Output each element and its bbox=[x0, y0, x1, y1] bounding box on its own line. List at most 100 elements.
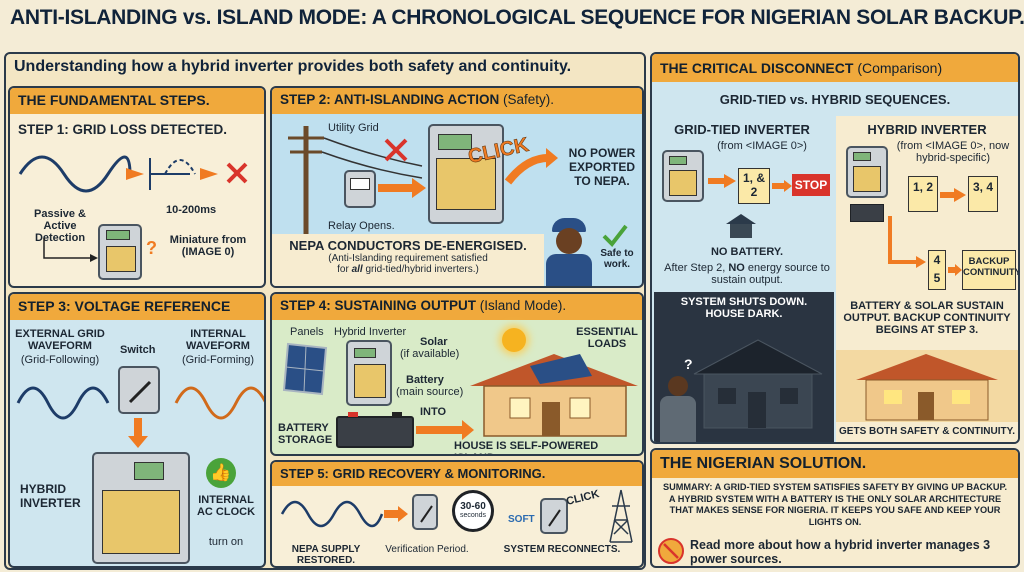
external-waveform-sub: (Grid-Following) bbox=[20, 354, 100, 366]
clock-label: INTERNAL AC CLOCK bbox=[196, 494, 256, 518]
solution-panel: THE NIGERIAN SOLUTION. SUMMARY: A GRID-T… bbox=[650, 448, 1020, 568]
verification-label: Verification Period. bbox=[385, 544, 469, 555]
step5-header: STEP 5: GRID RECOVERY & MONITORING. bbox=[272, 462, 642, 486]
connector-arrow-icon bbox=[888, 216, 926, 268]
anti-islanding-note-2: for all grid-tied/hybrid inverters.) bbox=[337, 264, 479, 275]
timer-icon: 30-60 seconds bbox=[452, 490, 494, 532]
switch-icon bbox=[118, 366, 160, 414]
solution-summary: SUMMARY: A GRID-TIED SYSTEM SATISFIES SA… bbox=[662, 482, 1008, 527]
step4-header: STEP 4: SUSTAINING OUTPUT (Island Mode). bbox=[272, 294, 642, 320]
miniature-inverter-icon bbox=[98, 224, 142, 280]
hy-desc: BATTERY & SOLAR SUSTAIN OUTPUT. BACKUP C… bbox=[843, 300, 1011, 336]
no-power-label: NO POWER EXPORTED TO NEPA. bbox=[568, 146, 636, 188]
step2-title: STEP 2: ANTI-ISLANDING ACTION bbox=[280, 92, 500, 107]
checkmark-icon bbox=[602, 224, 628, 248]
utility-pole-icon bbox=[288, 126, 423, 246]
house-dark-icon bbox=[726, 214, 756, 238]
hy-title: HYBRID INVERTER bbox=[867, 122, 987, 137]
shutdown-label: SYSTEM SHUTS DOWN. HOUSE DARK. bbox=[680, 296, 808, 320]
person-icon bbox=[660, 376, 696, 442]
gt-steps: 1, & 2 bbox=[738, 168, 770, 204]
worker-avatar bbox=[546, 218, 592, 286]
timer-value: 30-60 bbox=[460, 501, 486, 512]
comparison-panel: THE CRITICAL DISCONNECT (Comparison) GRI… bbox=[650, 52, 1020, 444]
gets-both-label: GETS BOTH SAFETY & CONTINUITY. bbox=[839, 426, 1015, 437]
hy-battery-icon bbox=[850, 204, 884, 222]
safe-label: Safe to work. bbox=[600, 248, 634, 270]
internal-waveform-label: INTERNAL WAVEFORM bbox=[186, 328, 250, 352]
battery-storage-label: BATTERY STORAGE bbox=[278, 422, 333, 446]
arrow-icon bbox=[772, 180, 792, 192]
house-icon bbox=[470, 354, 638, 437]
battery-icon bbox=[336, 412, 414, 448]
hybrid-inverter-sm-label: Hybrid Inverter bbox=[334, 326, 407, 338]
step1-panel: THE FUNDAMENTAL STEPS. STEP 1: GRID LOSS… bbox=[8, 86, 266, 288]
battery-label: Battery bbox=[406, 374, 444, 386]
clock-sub: turn on bbox=[208, 536, 244, 548]
gt-inverter-icon bbox=[662, 150, 704, 202]
dark-house-scene: SYSTEM SHUTS DOWN. HOUSE DARK. ? bbox=[654, 292, 834, 442]
question-mark-icon: ? bbox=[684, 356, 693, 372]
lit-house-icon bbox=[836, 350, 1018, 422]
cross-icon bbox=[384, 138, 408, 162]
solar-label: Solar bbox=[420, 336, 448, 348]
step2-panel: STEP 2: ANTI-ISLANDING ACTION (Safety). … bbox=[270, 86, 644, 288]
external-sine-icon bbox=[16, 386, 110, 420]
subtitle: Understanding how a hybrid inverter prov… bbox=[14, 58, 572, 75]
self-powered-label: HOUSE IS SELF-POWERED ISLAND. bbox=[454, 440, 599, 454]
anti-islanding-note-1: (Anti-Islanding requirement satisfied bbox=[328, 253, 488, 264]
hybrid-inverter-icon bbox=[92, 452, 190, 564]
into-label: INTO bbox=[420, 406, 447, 418]
deenergised-label: NEPA CONDUCTORS DE-ENERGISED. bbox=[289, 238, 527, 253]
restored-label: NEPA SUPPLY RESTORED. bbox=[291, 544, 361, 566]
external-waveform-label: EXTERNAL GRID WAVEFORM bbox=[15, 328, 105, 352]
no-power-icon bbox=[658, 538, 684, 564]
step1-title: STEP 1: GRID LOSS DETECTED. bbox=[18, 122, 228, 137]
sun-icon bbox=[502, 328, 526, 352]
essential-loads-label: ESSENTIAL LOADS bbox=[576, 326, 638, 350]
step3-panel: STEP 3: VOLTAGE REFERENCE EXTERNAL GRID … bbox=[8, 292, 266, 568]
s45-box: 4 5 bbox=[928, 250, 946, 290]
battery-sub: (main source) bbox=[396, 386, 464, 398]
fundamental-header: THE FUNDAMENTAL STEPS. bbox=[10, 88, 264, 114]
read-more-link[interactable]: Read more about how a hybrid inverter ma… bbox=[690, 538, 991, 566]
stop-badge: STOP bbox=[792, 174, 830, 196]
step2-header: STEP 2: ANTI-ISLANDING ACTION (Safety). bbox=[272, 88, 642, 114]
detection-label: Passive & Active Detection bbox=[34, 208, 86, 244]
solar-sub: (if available) bbox=[400, 348, 460, 360]
arrow-icon bbox=[504, 148, 558, 185]
arrow-icon bbox=[43, 238, 98, 262]
no-battery-label: NO BATTERY. bbox=[710, 246, 784, 258]
thumbs-up-icon: 👍 bbox=[206, 458, 236, 488]
step5-panel: STEP 5: GRID RECOVERY & MONITORING. 30-6… bbox=[270, 460, 644, 568]
hybrid-column: HYBRID INVERTER (from <IMAGE 0>, now hyb… bbox=[836, 116, 1018, 442]
internal-waveform-sub: (Grid-Forming) bbox=[181, 354, 255, 366]
miniature-label: Miniature from (IMAGE 0) bbox=[169, 234, 247, 258]
timing-label: 10-200ms bbox=[166, 204, 217, 216]
verification-switch-icon bbox=[412, 494, 438, 530]
gt-from: (from <IMAGE 0>) bbox=[717, 140, 807, 152]
arrow-icon bbox=[708, 174, 736, 188]
inverter-icon bbox=[428, 124, 504, 224]
step4-panel: STEP 4: SUSTAINING OUTPUT (Island Mode).… bbox=[270, 292, 644, 456]
hy-inverter-icon bbox=[846, 146, 888, 198]
sine-wave-icon bbox=[18, 155, 248, 193]
switch-label: Switch bbox=[120, 344, 156, 356]
internal-sine-icon bbox=[174, 386, 264, 420]
step4-title-suffix: (Island Mode). bbox=[479, 298, 567, 313]
click-small-label: CLICK bbox=[565, 488, 601, 508]
hy-from: (from <IMAGE 0>, now hybrid-specific) bbox=[896, 140, 1010, 164]
backup-box: BACKUP CONTINUITY bbox=[962, 250, 1018, 290]
arrow-icon bbox=[948, 264, 962, 276]
gt-title: GRID-TIED INVERTER bbox=[674, 122, 810, 137]
meter-icon bbox=[344, 170, 376, 208]
restored-sine-icon bbox=[280, 500, 384, 528]
comparison-sub: GRID-TIED vs. HYBRID SEQUENCES. bbox=[719, 92, 951, 107]
utility-grid-label: Utility Grid bbox=[328, 122, 379, 134]
down-arrow-icon bbox=[128, 418, 148, 448]
step3-header: STEP 3: VOLTAGE REFERENCE bbox=[10, 294, 264, 320]
transmission-tower-icon bbox=[609, 489, 633, 543]
timer-unit: seconds bbox=[459, 512, 487, 519]
panels-label: Panels bbox=[290, 326, 324, 338]
arrow-icon bbox=[940, 188, 966, 202]
